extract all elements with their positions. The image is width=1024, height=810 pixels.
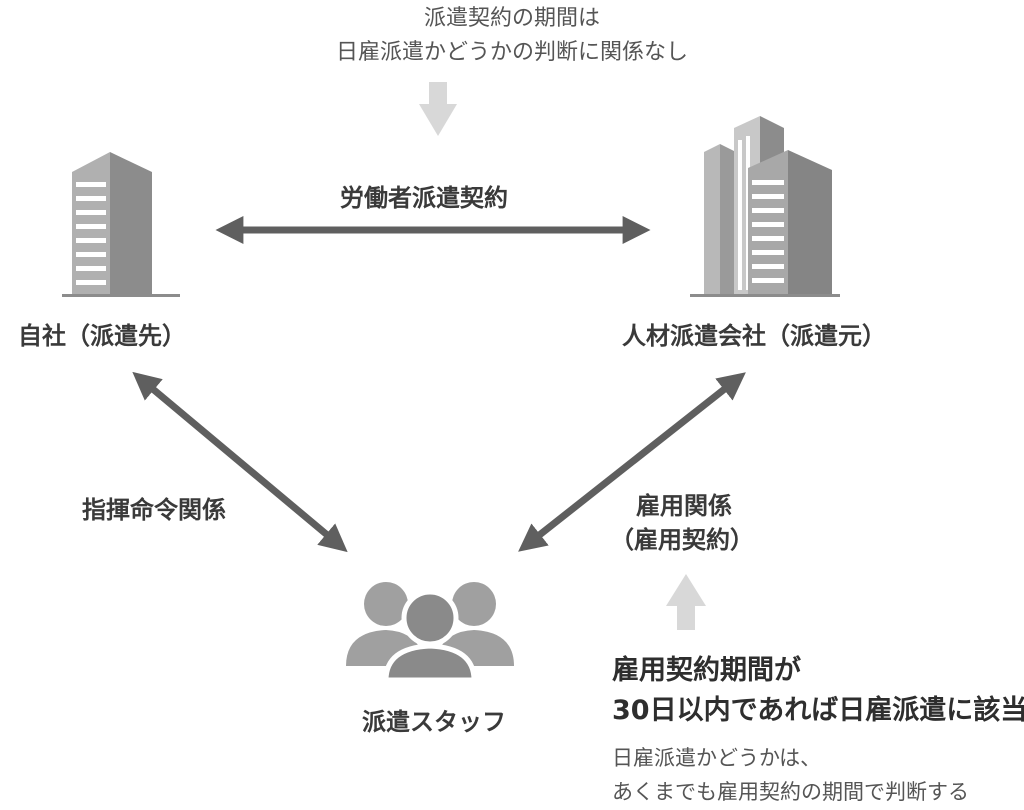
up-arrow-icon [666,574,706,630]
client-company-label: 自社（派遣先） [18,322,186,350]
bottom-note-heading2: 30日以内であれば日雇派遣に該当 [612,695,1024,726]
staff-group-icon [346,582,514,683]
bottom-note-sub2: あくまでも雇用契約の期間で判断する [612,780,969,804]
staff-label: 派遣スタッフ [362,708,506,736]
employment-double-arrow [518,372,746,552]
bottom-note-sub1: 日雇派遣かどうかは、 [612,746,822,770]
employment-relation-line1: 雇用関係 [636,492,732,520]
top-note-line1: 派遣契約の期間は [423,6,600,31]
employment-relation-line2: （雇用契約） [610,526,754,554]
command-relation-label: 指揮命令関係 [82,496,226,524]
down-arrow-icon [419,82,457,136]
client-building-icon [62,152,180,297]
command-double-arrow [132,371,348,553]
top-note-line2: 日雇派遣かどうかの判断に関係なし [335,40,688,65]
contract-label: 労働者派遣契約 [340,184,508,212]
bottom-note-heading2-clip: 30日以内であれば日雇派遣に該当 [612,688,1024,727]
agency-building-icon [690,116,840,297]
agency-company-label: 人材派遣会社（派遣元） [622,322,886,350]
bottom-note-heading1: 雇用契約期間が [612,655,801,686]
